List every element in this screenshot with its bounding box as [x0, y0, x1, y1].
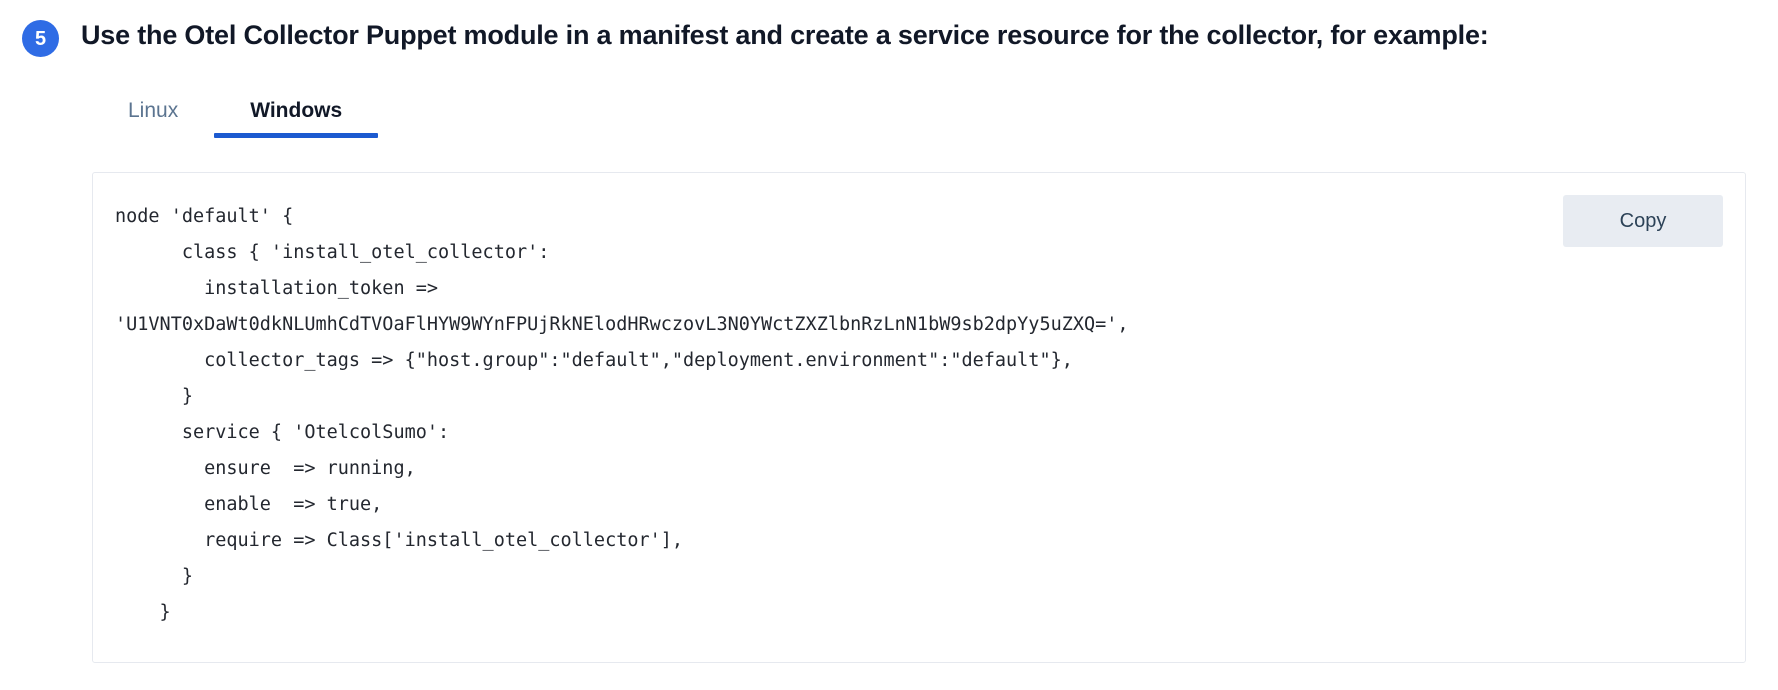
- step-heading-row: 5 Use the Otel Collector Puppet module i…: [22, 18, 1489, 57]
- tab-linux[interactable]: Linux: [92, 90, 214, 138]
- page-title: Use the Otel Collector Puppet module in …: [81, 20, 1489, 50]
- code-block-card: node 'default' { class { 'install_otel_c…: [92, 172, 1746, 663]
- tab-windows[interactable]: Windows: [214, 90, 379, 139]
- copy-button[interactable]: Copy: [1563, 195, 1723, 247]
- code-scroll-area[interactable]: node 'default' { class { 'install_otel_c…: [93, 173, 1745, 662]
- step-number-badge: 5: [22, 20, 59, 57]
- platform-tabs: Linux Windows: [92, 90, 379, 139]
- code-content: node 'default' { class { 'install_otel_c…: [115, 206, 1129, 623]
